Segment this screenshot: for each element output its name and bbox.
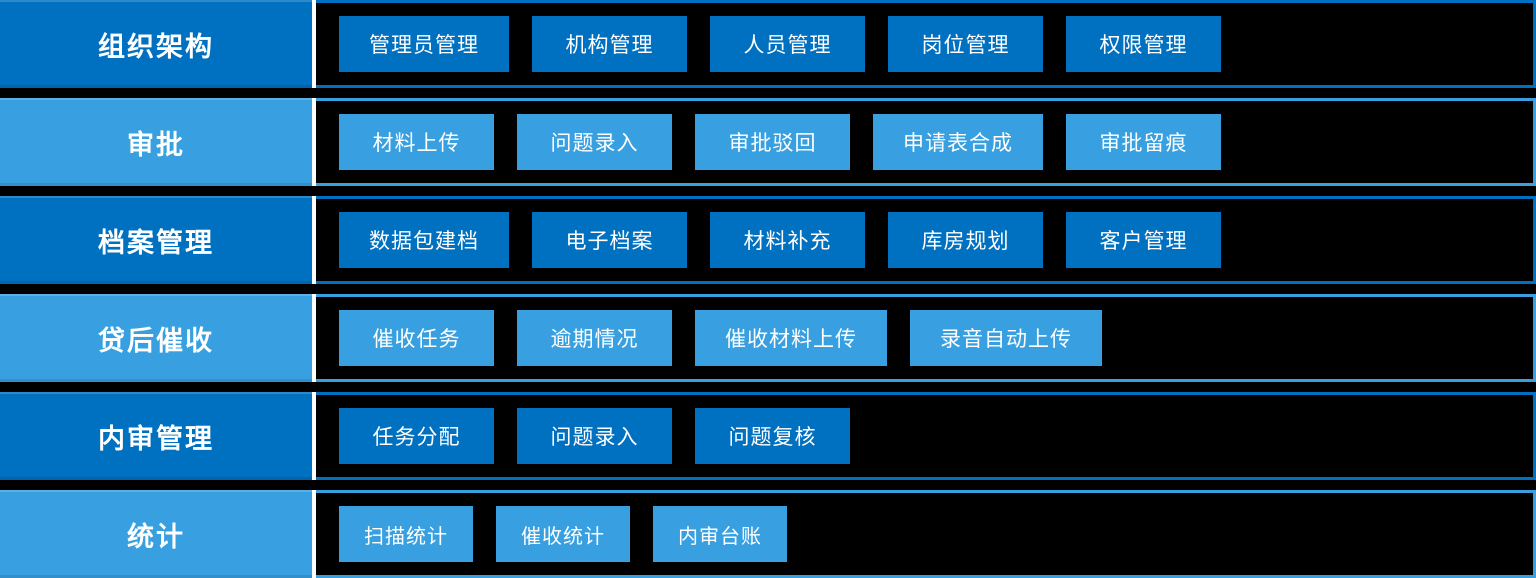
module-chip[interactable]: 材料上传 (339, 114, 494, 170)
module-chip[interactable]: 审批驳回 (695, 114, 850, 170)
module-items-panel: 催收任务逾期情况催收材料上传录音自动上传 (316, 294, 1536, 382)
module-chip[interactable]: 客户管理 (1066, 212, 1221, 268)
module-row-1: 组织架构 管理员管理机构管理人员管理岗位管理权限管理 (0, 0, 1536, 88)
module-chip[interactable]: 内审台账 (653, 506, 787, 562)
module-chip[interactable]: 权限管理 (1066, 16, 1221, 72)
module-items-panel: 数据包建档电子档案材料补充库房规划客户管理 (316, 196, 1536, 284)
row-separator-line (312, 98, 316, 186)
row-separator-line (312, 294, 316, 382)
module-chip[interactable]: 催收任务 (339, 310, 494, 366)
module-chip[interactable]: 催收统计 (496, 506, 630, 562)
module-row-3: 档案管理 数据包建档电子档案材料补充库房规划客户管理 (0, 196, 1536, 284)
row-separator-line (312, 392, 316, 480)
category-label-text: 内审管理 (98, 423, 214, 454)
category-label: 统计 (0, 490, 312, 578)
category-label-text: 档案管理 (98, 227, 214, 258)
module-chip[interactable]: 问题录入 (517, 114, 672, 170)
category-label: 档案管理 (0, 196, 312, 284)
module-row-5: 内审管理 任务分配问题录入问题复核 (0, 392, 1536, 480)
module-chip[interactable]: 管理员管理 (339, 16, 509, 72)
module-chip[interactable]: 问题录入 (517, 408, 672, 464)
module-chip[interactable]: 逾期情况 (517, 310, 672, 366)
module-chip[interactable]: 审批留痕 (1066, 114, 1221, 170)
row-separator-line (312, 196, 316, 284)
module-chip[interactable]: 机构管理 (532, 16, 687, 72)
module-chip[interactable]: 电子档案 (532, 212, 687, 268)
category-label-text: 贷后催收 (98, 325, 214, 356)
module-chip[interactable]: 任务分配 (339, 408, 494, 464)
module-chip[interactable]: 材料补充 (710, 212, 865, 268)
row-separator-line (312, 490, 316, 578)
module-row-2: 审批 材料上传问题录入审批驳回申请表合成审批留痕 (0, 98, 1536, 186)
module-chip[interactable]: 催收材料上传 (695, 310, 887, 366)
module-items-panel: 管理员管理机构管理人员管理岗位管理权限管理 (316, 0, 1536, 88)
category-label: 组织架构 (0, 0, 312, 88)
row-separator-line (312, 0, 316, 88)
module-chip[interactable]: 扫描统计 (339, 506, 473, 562)
module-chip[interactable]: 人员管理 (710, 16, 865, 72)
module-chip[interactable]: 问题复核 (695, 408, 850, 464)
module-chip[interactable]: 岗位管理 (888, 16, 1043, 72)
category-label-text: 组织架构 (98, 31, 214, 62)
category-label-text: 审批 (127, 129, 185, 160)
module-chip[interactable]: 申请表合成 (873, 114, 1043, 170)
module-row-6: 统计 扫描统计催收统计内审台账 (0, 490, 1536, 578)
module-chip[interactable]: 库房规划 (888, 212, 1043, 268)
module-chip[interactable]: 录音自动上传 (910, 310, 1102, 366)
category-label: 贷后催收 (0, 294, 312, 382)
module-items-panel: 扫描统计催收统计内审台账 (316, 490, 1536, 578)
category-label: 内审管理 (0, 392, 312, 480)
module-row-4: 贷后催收 催收任务逾期情况催收材料上传录音自动上传 (0, 294, 1536, 382)
module-chip[interactable]: 数据包建档 (339, 212, 509, 268)
category-label: 审批 (0, 98, 312, 186)
category-label-text: 统计 (127, 521, 185, 552)
module-items-panel: 材料上传问题录入审批驳回申请表合成审批留痕 (316, 98, 1536, 186)
module-items-panel: 任务分配问题录入问题复核 (316, 392, 1536, 480)
